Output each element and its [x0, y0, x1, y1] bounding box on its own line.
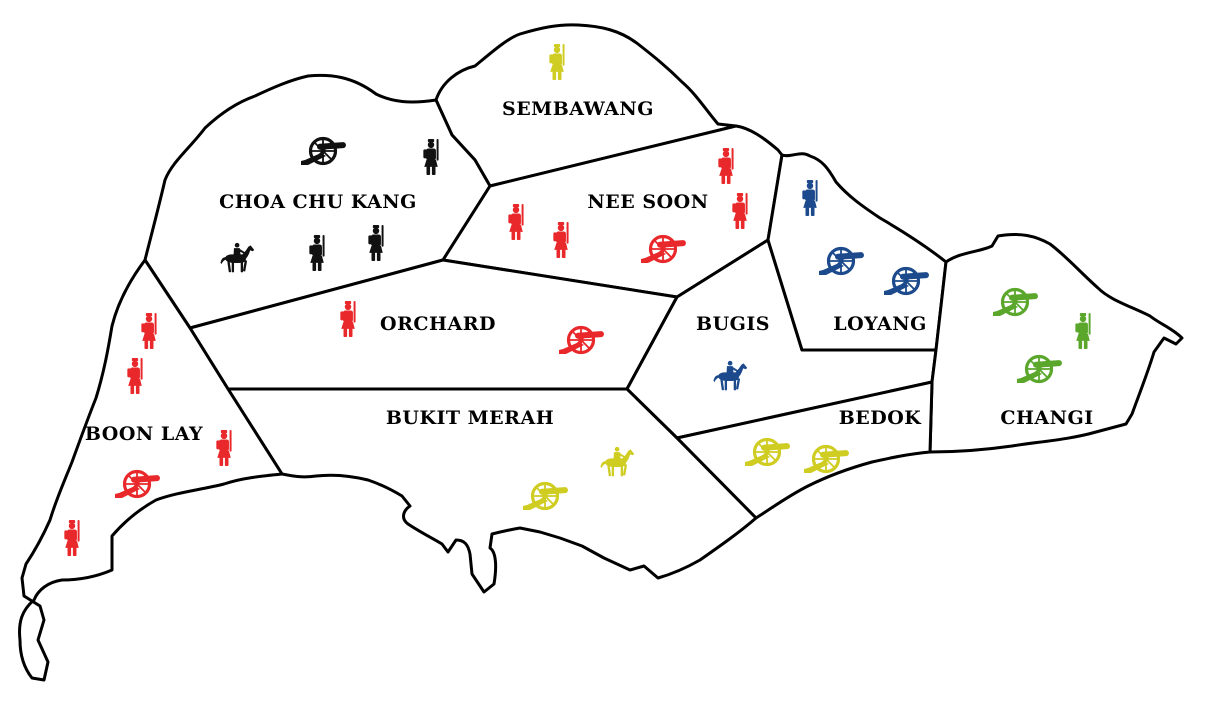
- territory-labels: SEMBAWANG CHOA CHU KANG NEE SOON ORCHARD…: [85, 98, 1093, 445]
- territory-boon-lay[interactable]: [18, 258, 284, 682]
- territory-bukit-merah[interactable]: [226, 387, 758, 594]
- label-sembawang: SEMBAWANG: [502, 98, 654, 120]
- territory-bedok[interactable]: [675, 380, 934, 520]
- label-changi: CHANGI: [1000, 407, 1093, 429]
- label-bukit-merah: BUKIT MERAH: [386, 407, 554, 429]
- label-loyang: LOYANG: [833, 313, 927, 335]
- label-nee-soon: NEE SOON: [587, 191, 708, 213]
- label-bedok: BEDOK: [839, 407, 923, 429]
- territory-regions: [18, 23, 1184, 682]
- label-bugis: BUGIS: [696, 313, 770, 335]
- territory-sembawang[interactable]: [434, 23, 738, 188]
- territory-changi[interactable]: [928, 232, 1184, 454]
- label-boon-lay: BOON LAY: [85, 423, 203, 445]
- label-orchard: ORCHARD: [380, 313, 496, 335]
- territory-choa-chu-kang[interactable]: [143, 73, 492, 330]
- label-choa-chu-kang: CHOA CHU KANG: [219, 191, 417, 213]
